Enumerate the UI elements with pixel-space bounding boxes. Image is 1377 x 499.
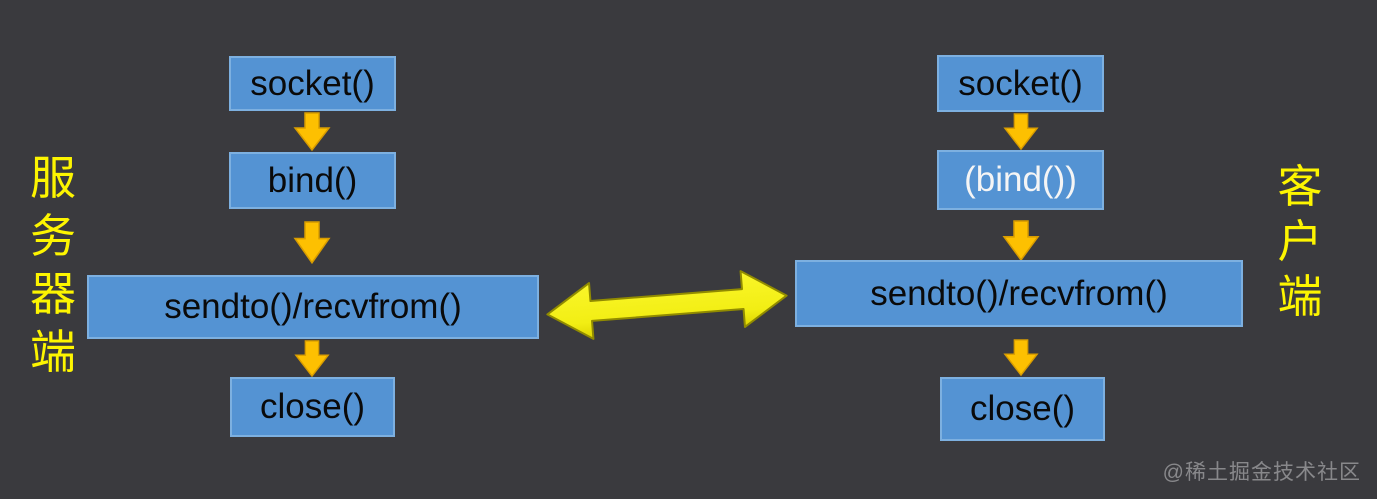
client-side-label: 客户端 [1277, 162, 1323, 322]
down-arrow-icon [293, 112, 331, 152]
down-arrow-icon [1003, 113, 1039, 151]
server-step-socket: socket() [229, 56, 396, 111]
server-step-close: close() [230, 377, 395, 437]
double-headed-arrow-icon [546, 270, 788, 340]
down-arrow-icon [294, 340, 330, 378]
watermark: @稀土掘金技术社区 [1162, 461, 1361, 484]
down-arrow-icon [293, 221, 331, 265]
server-side-label: 服务器端 [30, 153, 76, 378]
server-step-bind: bind() [229, 152, 396, 209]
client-step-socket: socket() [937, 55, 1104, 112]
down-arrow-icon [1003, 339, 1039, 377]
client-step-sendto-recvfrom: sendto()/recvfrom() [795, 260, 1243, 327]
client-step-bind-optional: (bind()) [937, 150, 1104, 210]
down-arrow-icon [1002, 220, 1040, 262]
server-step-sendto-recvfrom: sendto()/recvfrom() [87, 275, 539, 339]
client-step-close: close() [940, 377, 1105, 441]
